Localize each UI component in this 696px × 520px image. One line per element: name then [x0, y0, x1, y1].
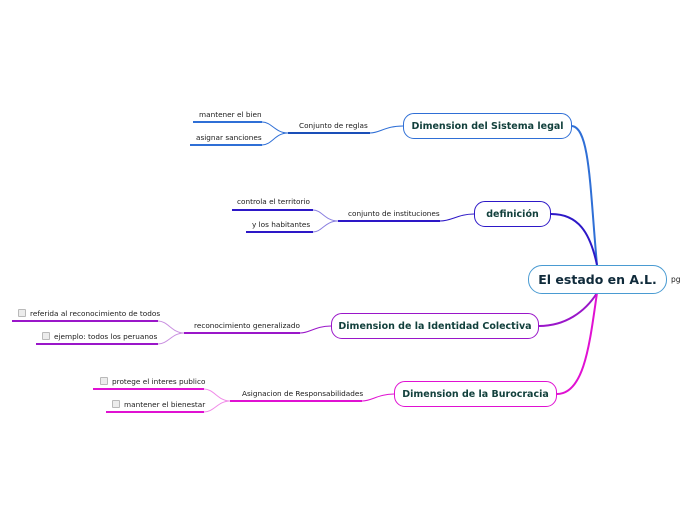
- branch-label: Dimension del Sistema legal: [411, 120, 564, 132]
- connector-root-definicion: [550, 213, 598, 266]
- connector-legal-sub: [369, 125, 404, 134]
- leaf-controla-el-territorio[interactable]: controla el territorio: [237, 197, 310, 206]
- checkbox-icon[interactable]: [100, 377, 108, 385]
- connector-root-identidad: [538, 292, 598, 327]
- subtopic-asignacion-de-responsabilidades[interactable]: Asignacion de Responsabilidades: [242, 389, 364, 398]
- leaf-text: referida al reconocimiento de todos: [30, 309, 161, 318]
- leaf-referida-al-reconocimiento[interactable]: referida al reconocimiento de todos: [18, 309, 160, 319]
- connector-definicion-leaf-2: [312, 220, 339, 233]
- leaf-protege-el-interes-publico[interactable]: protege el interes publico: [100, 377, 205, 387]
- connector-root-burocracia: [556, 292, 598, 395]
- connector-identidad-leaf-2: [157, 332, 185, 345]
- leaf-y-los-habitantes[interactable]: y los habitantes: [252, 220, 311, 229]
- connector-definicion-leaf-1: [312, 209, 339, 222]
- leaf-ejemplo-peruanos[interactable]: ejemplo: todos los peruanos: [42, 332, 157, 342]
- subtopic-reconocimiento-generalizado[interactable]: reconocimiento generalizado: [194, 321, 300, 330]
- branch-node-definicion[interactable]: definición: [474, 201, 551, 227]
- leaf-asignar-sanciones[interactable]: asignar sanciones: [196, 133, 262, 142]
- checkbox-icon[interactable]: [42, 332, 50, 340]
- root-node[interactable]: El estado en A.L.: [528, 265, 667, 294]
- branch-node-sistema-legal[interactable]: Dimension del Sistema legal: [403, 113, 572, 139]
- connector-burocracia-leaf-2: [203, 400, 231, 413]
- leaf-text: ejemplo: todos los peruanos: [54, 332, 158, 341]
- leaf-mantener-el-bienestar[interactable]: mantener el bienestar: [112, 400, 205, 410]
- root-title: El estado en A.L.: [538, 272, 657, 287]
- connector-definicion-sub: [439, 213, 475, 222]
- branch-node-burocracia[interactable]: Dimension de la Burocracia: [394, 381, 557, 407]
- connector-legal-leaf-1: [261, 121, 289, 134]
- branch-label: definición: [486, 208, 539, 220]
- branch-node-identidad-colectiva[interactable]: Dimension de la Identidad Colectiva: [331, 313, 539, 339]
- subtopic-conjunto-de-instituciones[interactable]: conjunto de instituciones: [348, 209, 440, 218]
- connector-burocracia-leaf-1: [203, 388, 231, 402]
- branch-label: Dimension de la Burocracia: [402, 388, 549, 400]
- connector-burocracia-sub: [361, 393, 395, 402]
- leaf-text: mantener el bienestar: [124, 400, 206, 409]
- connector-legal-leaf-2: [261, 132, 289, 146]
- checkbox-icon[interactable]: [18, 309, 26, 317]
- connector-identidad-sub: [299, 325, 332, 334]
- branch-label: Dimension de la Identidad Colectiva: [338, 320, 532, 332]
- leaf-text: protege el interes publico: [112, 377, 206, 386]
- subtopic-conjunto-de-reglas[interactable]: Conjunto de reglas: [299, 121, 368, 130]
- connector-root-legal: [571, 125, 598, 266]
- root-side-note: pg: [671, 275, 681, 284]
- connector-identidad-leaf-1: [157, 320, 185, 334]
- leaf-mantener-el-bien[interactable]: mantener el bien: [199, 110, 262, 119]
- checkbox-icon[interactable]: [112, 400, 120, 408]
